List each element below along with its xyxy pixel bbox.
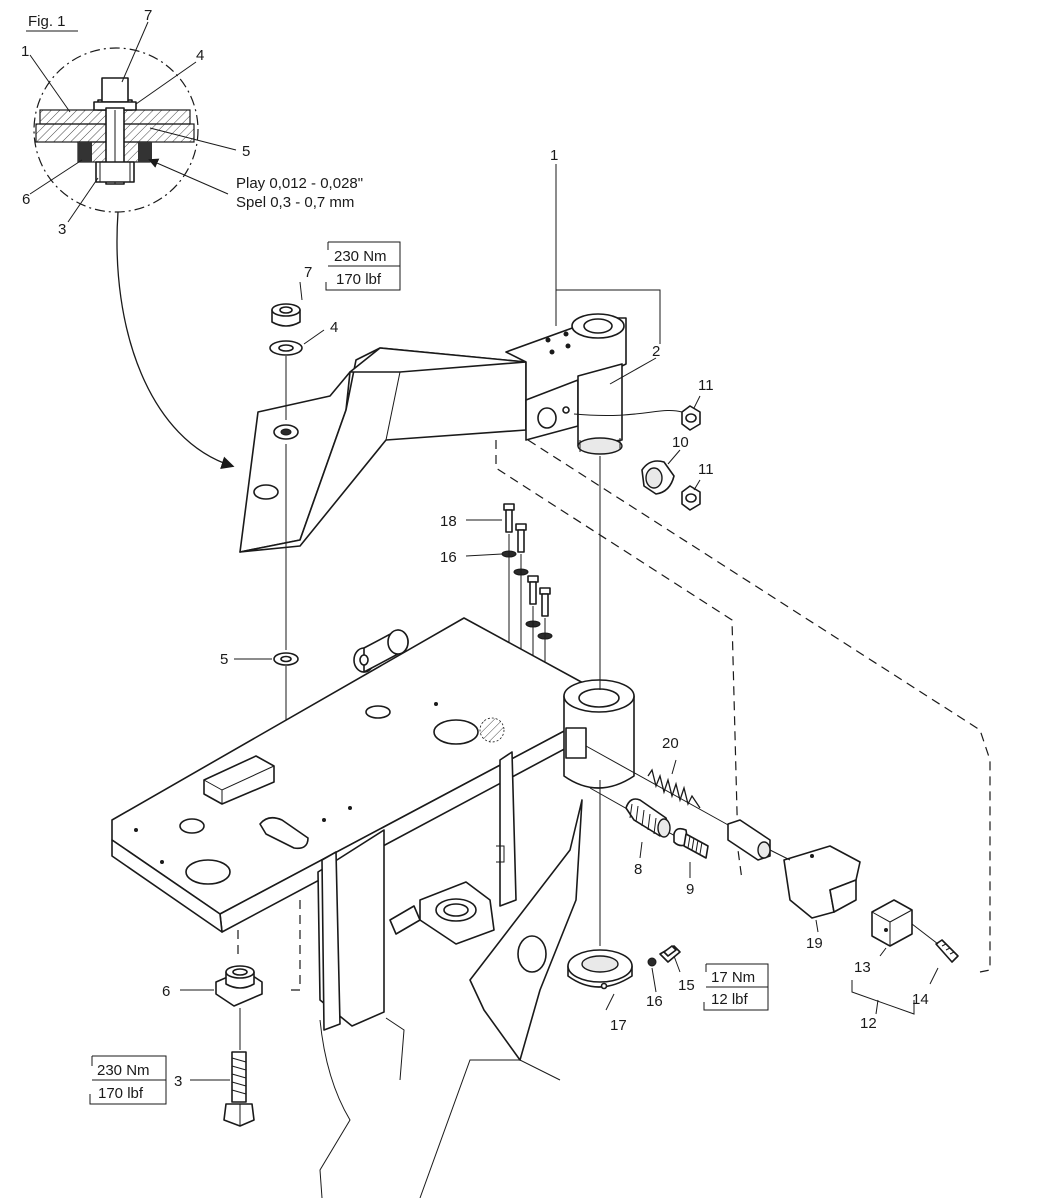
callout-8: 8 bbox=[634, 861, 642, 878]
callout-1: 1 bbox=[550, 147, 558, 164]
detail-callout-6: 6 bbox=[22, 191, 30, 208]
callout-2: 2 bbox=[652, 343, 660, 360]
torque-bottom-nm: 230 Nm bbox=[97, 1062, 150, 1079]
block-13-screw-14 bbox=[851, 899, 959, 1015]
callout-4: 4 bbox=[330, 319, 338, 336]
torque-box-bottom: 230 Nm 170 lbf bbox=[89, 1055, 167, 1105]
torque-top-lbf: 170 lbf bbox=[336, 271, 382, 288]
detail-callout-7: 7 bbox=[144, 7, 152, 24]
torque-top-nm: 230 Nm bbox=[334, 248, 387, 265]
screw-15-washer-16 bbox=[647, 945, 681, 993]
spring-20-and-adjusters bbox=[585, 745, 771, 878]
detail-callout-1: 1 bbox=[21, 43, 29, 60]
detail-callout-3: 3 bbox=[58, 221, 66, 238]
detail-callout-4: 4 bbox=[196, 47, 204, 64]
callout-16b: 16 bbox=[646, 993, 663, 1010]
callout-12: 12 bbox=[860, 1015, 877, 1032]
callout-10: 10 bbox=[672, 434, 689, 451]
callout-5: 5 bbox=[220, 651, 228, 668]
torque-box-small: 17 Nm 12 lbf bbox=[703, 963, 769, 1011]
callout-7: 7 bbox=[304, 264, 312, 281]
callout-19: 19 bbox=[806, 935, 823, 952]
torque-box-top: 230 Nm 170 lbf bbox=[325, 241, 401, 291]
clamp-ring-17 bbox=[567, 949, 633, 1011]
callout-18: 18 bbox=[440, 513, 457, 530]
callout-6: 6 bbox=[162, 983, 170, 1000]
torque-bottom-lbf: 170 lbf bbox=[98, 1085, 144, 1102]
play-label: Play 0,012 - 0,028" bbox=[236, 175, 363, 192]
callout-17: 17 bbox=[610, 1017, 627, 1034]
spel-label: Spel 0,3 - 0,7 mm bbox=[236, 194, 354, 211]
callout-11b: 11 bbox=[698, 461, 714, 478]
arm-assembly bbox=[239, 164, 661, 553]
callout-20: 20 bbox=[662, 735, 679, 752]
bolt-3 bbox=[190, 1051, 255, 1127]
callout-9: 9 bbox=[686, 881, 694, 898]
nut-and-washer-top bbox=[234, 281, 325, 830]
detail-callout-5: 5 bbox=[242, 143, 250, 160]
base-frame bbox=[111, 439, 991, 1198]
bracket-19 bbox=[769, 845, 861, 933]
callout-15: 15 bbox=[678, 977, 695, 994]
torque-small-nm: 17 Nm bbox=[711, 969, 755, 986]
callout-3: 3 bbox=[174, 1073, 182, 1090]
bushing-6 bbox=[180, 965, 263, 1050]
detail-view-fig1: Fig. 1 1 7 4 5 6 3 Play 0,0 bbox=[21, 7, 363, 470]
callout-11a: 11 bbox=[698, 377, 714, 394]
nuts-11-and-ring-10 bbox=[573, 395, 701, 511]
callout-13: 13 bbox=[854, 959, 871, 976]
callout-14: 14 bbox=[912, 991, 929, 1008]
torque-small-lbf: 12 lbf bbox=[711, 991, 749, 1008]
callout-16a: 16 bbox=[440, 549, 457, 566]
figure-title: Fig. 1 bbox=[28, 13, 66, 30]
